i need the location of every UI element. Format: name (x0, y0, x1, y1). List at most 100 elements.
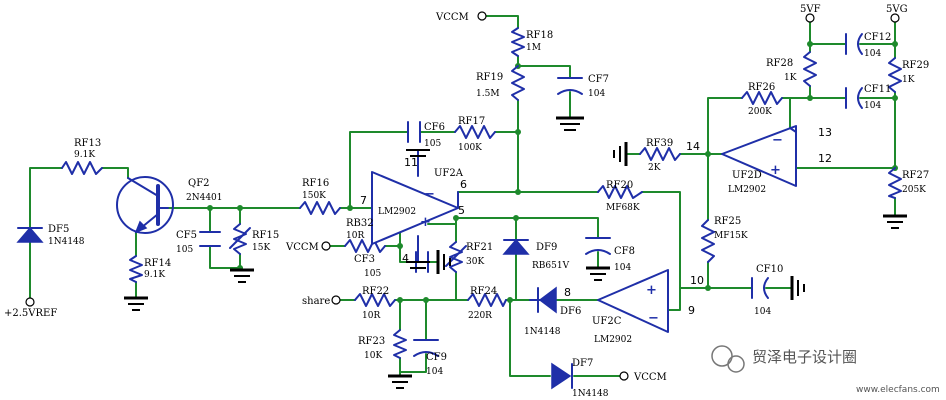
cf5-ref: CF5 (176, 230, 197, 241)
uf2d-val: LM2902 (728, 185, 766, 195)
cf11-ref: CF11 (864, 84, 891, 95)
pin-9: 9 (688, 304, 695, 317)
rf39-val: 2K (648, 163, 661, 173)
ground-icon (613, 142, 628, 166)
share-label: share (302, 296, 330, 307)
capacitor-cf8 (585, 237, 611, 255)
qf2-val: 2N4401 (186, 193, 223, 203)
rf21-ref: RF21 (466, 242, 493, 253)
resistor-rf29 (888, 57, 902, 93)
vccm-mid-label: VCCM (285, 242, 319, 253)
wires (29, 15, 896, 377)
resistor-rb32 (344, 239, 386, 253)
rf16-ref: RF16 (302, 178, 329, 189)
ground-icon (883, 214, 907, 229)
ground-icon (586, 266, 610, 281)
df7-ref: DF7 (572, 358, 593, 369)
ground-icon (406, 149, 430, 157)
diode-df5 (16, 226, 44, 243)
cf3-val: 105 (364, 269, 381, 279)
svg-text:+: + (646, 283, 657, 298)
resistor-rf23 (393, 329, 407, 359)
rb32-val: 10R (346, 231, 364, 241)
pin-13: 13 (818, 126, 832, 139)
watermark: 贸泽电子设计圈 www.elecfans.com (711, 345, 940, 395)
ground-icon (556, 116, 584, 131)
pin-10: 10 (690, 274, 704, 287)
rf27-val: 205K (902, 185, 926, 195)
uf2c-ref: UF2C (592, 316, 622, 327)
rf24-val: 220R (468, 311, 492, 321)
rf29-ref: RF29 (902, 60, 929, 71)
resistor-rf18 (511, 27, 525, 57)
pin-11: 11 (404, 156, 418, 169)
ground-icon (406, 261, 430, 269)
rf19-ref: RF19 (476, 72, 503, 83)
rf17-val: 100K (458, 143, 482, 153)
cf12-ref: CF12 (864, 32, 891, 43)
resistor-rf25 (701, 219, 715, 263)
rf18-ref: RF18 (526, 30, 553, 41)
watermark-site: www.elecfans.com (856, 385, 940, 395)
cf7-val: 104 (588, 89, 605, 99)
rf13-ref: RF13 (74, 138, 101, 149)
uf2a-ref: UF2A (434, 168, 464, 179)
rf39-ref: RF39 (646, 138, 673, 149)
vccm-bottom-label: VCCM (633, 372, 667, 383)
svg-text:−: − (424, 187, 435, 202)
rf21-val: 30K (466, 257, 484, 267)
vccm-top-label: VCCM (435, 12, 469, 23)
rf18-val: 1M (526, 43, 541, 53)
resistor-rf22 (354, 293, 396, 307)
capacitor-cf9 (413, 339, 439, 357)
v5g-label: 5VG (886, 4, 908, 15)
rf29-val: 1K (902, 75, 915, 85)
uf2a-val: LM2902 (378, 207, 416, 217)
cf9-val: 104 (426, 367, 443, 377)
pin-12: 12 (818, 152, 832, 165)
ground-icon (124, 296, 148, 311)
resistor-rf20 (597, 185, 643, 199)
rf20-val: MF68K (606, 203, 640, 213)
resistor-rf27 (888, 167, 902, 199)
diode-df7 (551, 362, 573, 390)
rb32-ref: RB32 (346, 218, 374, 229)
rf20-ref: RF20 (606, 180, 633, 191)
capacitor-cf12 (845, 33, 863, 55)
rf17-ref: RF17 (458, 116, 485, 127)
resistor-rf15 (233, 223, 247, 255)
capacitor-cf10 (751, 277, 769, 299)
rf28-ref: RF28 (766, 58, 793, 69)
resistor-rf13 (61, 161, 103, 175)
svg-text:+: + (420, 215, 431, 230)
capacitor-cf6 (407, 121, 421, 143)
df9-val: RB651V (532, 261, 570, 271)
cf10-ref: CF10 (756, 264, 783, 275)
rf23-ref: RF23 (358, 336, 385, 347)
cf9-ref: CF9 (426, 352, 447, 363)
rf16-val: 150K (302, 191, 326, 201)
svg-text:−: − (772, 133, 783, 148)
cf8-val: 104 (614, 263, 631, 273)
capacitor-cf5 (199, 231, 221, 247)
resistor-rf17 (454, 125, 496, 139)
pin-8: 8 (564, 286, 571, 299)
rf25-val: MF15K (714, 231, 748, 241)
rf22-ref: RF22 (362, 286, 389, 297)
df9-ref: DF9 (536, 242, 557, 253)
uf2d-ref: UF2D (732, 170, 762, 181)
v5f-label: 5VF (800, 4, 821, 15)
rf26-ref: RF26 (748, 82, 775, 93)
rf19-val: 1.5M (476, 89, 500, 99)
watermark-text: 贸泽电子设计圈 (752, 348, 857, 366)
rf26-val: 200K (748, 107, 772, 117)
diode-df9 (502, 238, 530, 255)
cf6-val: 105 (424, 139, 441, 149)
cf10-val: 104 (754, 307, 771, 317)
rf28-val: 1K (784, 73, 797, 83)
rf15-ref: RF15 (252, 230, 279, 241)
df6-ref: DF6 (560, 306, 581, 317)
resistor-rf28 (803, 51, 817, 87)
diode-df6 (529, 286, 557, 314)
